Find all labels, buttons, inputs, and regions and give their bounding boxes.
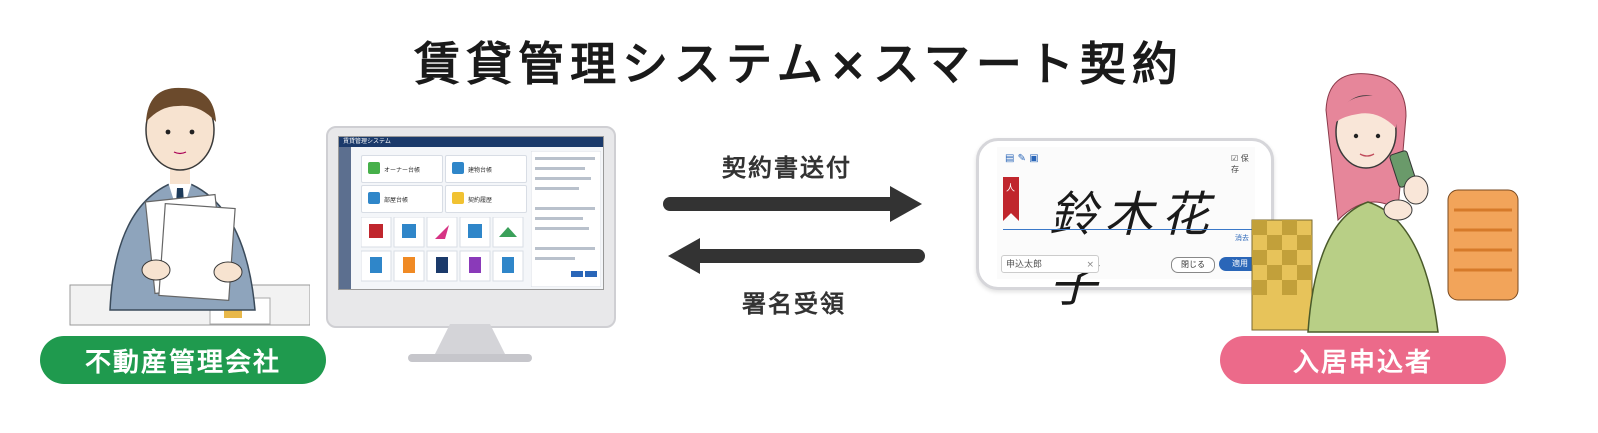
toolbar-icons: ▤ ✎ ▣ (1005, 153, 1039, 164)
apply-button[interactable]: 適用 (1219, 257, 1261, 271)
clear-x-icon[interactable]: × (1086, 260, 1094, 270)
smartphone: ▤ ✎ ▣ ☑ 保存 人 鈴木花子 消去 申込太郎 × 閉じる 適用 (976, 138, 1274, 313)
signature-screen: ▤ ✎ ▣ ☑ 保存 人 鈴木花子 消去 申込太郎 × 閉じる 適用 (997, 147, 1261, 313)
tile-label: 建物台帳 (468, 167, 493, 174)
screen-app-title: 賃貸管理システム (339, 137, 603, 147)
tile-label: 契約履歴 (468, 197, 493, 204)
diagram-title: 賃貸管理システム×スマート契約 (414, 37, 1184, 91)
tile-room-ledger[interactable]: 部屋台帳 (361, 185, 443, 213)
management-company-badge: 不動産管理会社 (40, 336, 326, 384)
checkbox-icon: ☑ (1231, 154, 1239, 163)
receive-arrow (668, 238, 925, 274)
flow-arrows (663, 186, 925, 274)
monitor-chin (328, 294, 614, 326)
tile-label: 部屋台帳 (384, 197, 409, 204)
name-input[interactable]: 申込太郎 × (1001, 255, 1099, 273)
close-button[interactable]: 閉じる (1171, 257, 1215, 273)
cube-icon (368, 192, 380, 204)
list-icon[interactable]: ▤ (1005, 153, 1015, 164)
send-arrow (663, 186, 922, 222)
receive-signature-label: 署名受領 (742, 290, 846, 318)
screen-notice-panel (531, 151, 601, 287)
pc-monitor: 賃貸管理システム オーナー台帳 建物台帳 部屋台帳 契約履歴 (326, 126, 616, 328)
send-contract-label: 契約書送付 (722, 154, 852, 182)
cube-icon (452, 192, 464, 204)
applicant-illustration (1251, 73, 1519, 333)
tile-building-ledger[interactable]: 建物台帳 (445, 155, 527, 183)
save-label: 保存 (1231, 154, 1249, 174)
management-system-screen: 賃貸管理システム オーナー台帳 建物台帳 部屋台帳 契約履歴 (338, 136, 604, 290)
bookmark-icon (1003, 177, 1019, 221)
cube-icon (452, 162, 464, 174)
signature-text: 鈴木花子 (1049, 187, 1218, 313)
applicant-badge: 入居申込者 (1220, 336, 1506, 384)
screen-sidebar (339, 147, 351, 289)
tile-contract-history[interactable]: 契約履歴 (445, 185, 527, 213)
save-toggle[interactable]: ☑ 保存 (1231, 153, 1255, 175)
pen-icon[interactable]: ✎ (1017, 153, 1027, 164)
monitor-foot (408, 354, 532, 362)
manager-illustration (69, 87, 310, 326)
monitor-stand (434, 324, 506, 356)
clear-link[interactable]: 消去 (1235, 234, 1249, 242)
name-value: 申込太郎 (1006, 260, 1043, 270)
bookmark-label: 人 (1006, 184, 1016, 194)
cube-icon (368, 162, 380, 174)
tile-label: オーナー台帳 (384, 167, 421, 174)
image-icon[interactable]: ▣ (1029, 153, 1039, 164)
signature-baseline (1003, 229, 1253, 230)
tile-owner-ledger[interactable]: オーナー台帳 (361, 155, 443, 183)
screen-icon-grid (361, 217, 524, 282)
